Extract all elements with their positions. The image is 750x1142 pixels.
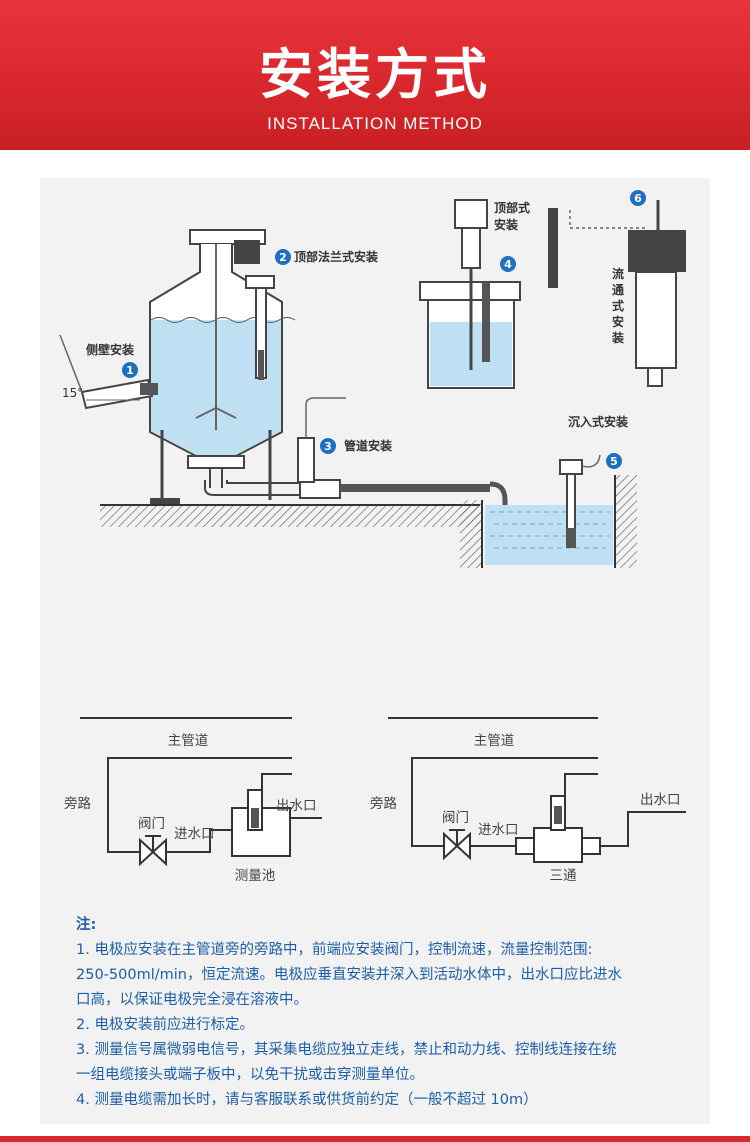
left-bypass: 旁路 — [64, 795, 91, 812]
label-flow-5: 装 — [611, 330, 624, 345]
immersion-basin — [485, 454, 613, 565]
marker-3: 3 — [320, 438, 336, 454]
main-tank — [149, 229, 296, 504]
marker-5: 5 — [606, 453, 622, 469]
top-mount-beaker — [419, 199, 558, 389]
notes-section: 注: 1. 电极应安装在主管道旁的旁路中，前端应安装阀门，控制流速，流量控制范围… — [76, 913, 686, 1113]
label-immersion: 沉入式安装 — [568, 414, 628, 429]
note-line: 3. 测量信号属微弱电信号，其采集电缆应独立走线，禁止和动力线、控制线连接在统 — [76, 1042, 617, 1058]
svg-text:6: 6 — [634, 192, 642, 205]
right-tee: 三通 — [550, 868, 578, 884]
label-angle: 15° — [62, 386, 83, 400]
schematic-right — [388, 717, 686, 863]
svg-text:3: 3 — [324, 440, 332, 453]
label-flow-2: 通 — [612, 282, 624, 297]
right-outlet: 出水口 — [640, 792, 681, 808]
label-top-type-2: 安装 — [494, 217, 518, 232]
flow-through-cell — [569, 200, 686, 387]
note-line: 口高，以保证电极完全浸在溶液中。 — [76, 992, 308, 1008]
left-outlet: 出水口 — [276, 798, 317, 814]
right-valve: 阀门 — [442, 810, 469, 826]
header-banner: 安装方式 INSTALLATION METHOD — [0, 0, 750, 150]
left-chamber: 测量池 — [235, 868, 276, 884]
marker-1: 1 — [122, 362, 138, 378]
note-line: 4. 测量电缆需加长时，请与客服联系或供货前约定（一般不超过 10m） — [76, 1092, 538, 1108]
marker-4: 4 — [500, 256, 516, 272]
pipeline — [204, 397, 508, 508]
left-valve: 阀门 — [138, 816, 165, 832]
label-pipeline: 管道安装 — [344, 438, 392, 453]
right-inlet: 进水口 — [478, 822, 519, 838]
note-line: 250-500ml/min，恒定流速。电极应垂直安装并深入到活动水体中，出水口应… — [76, 967, 622, 983]
marker-2: 2 — [275, 249, 291, 265]
left-inlet: 进水口 — [174, 826, 215, 842]
notes-title: 注: — [76, 917, 97, 933]
schematic-left — [80, 717, 322, 867]
note-line: 一组电缆接头或端子板中，以免干扰或击穿测量单位。 — [76, 1067, 424, 1083]
label-flow-4: 安 — [612, 314, 624, 329]
page-subtitle: INSTALLATION METHOD — [267, 114, 483, 133]
svg-text:5: 5 — [610, 455, 618, 468]
marker-6: 6 — [630, 190, 646, 206]
note-line: 1. 电极应安装在主管道旁的旁路中，前端应安装阀门，控制流速，流量控制范围: — [76, 942, 593, 958]
label-flow-1: 流 — [612, 266, 624, 281]
svg-text:2: 2 — [279, 251, 287, 264]
side-wall-probe — [59, 334, 158, 410]
svg-text:4: 4 — [504, 258, 512, 271]
left-main-pipe: 主管道 — [168, 733, 209, 749]
right-main-pipe: 主管道 — [474, 733, 515, 749]
label-top-type-1: 顶部式 — [494, 200, 530, 215]
label-top-flange: 顶部法兰式安装 — [294, 249, 378, 264]
label-flow-3: 式 — [612, 298, 624, 313]
label-side-wall: 侧壁安装 — [86, 342, 134, 357]
ground-hatch — [100, 475, 637, 568]
right-bypass: 旁路 — [370, 795, 397, 812]
svg-text:1: 1 — [126, 364, 134, 377]
page-title: 安装方式 — [259, 43, 491, 106]
note-line: 2. 电极安装前应进行标定。 — [76, 1017, 254, 1033]
bottom-bar — [0, 1136, 750, 1142]
